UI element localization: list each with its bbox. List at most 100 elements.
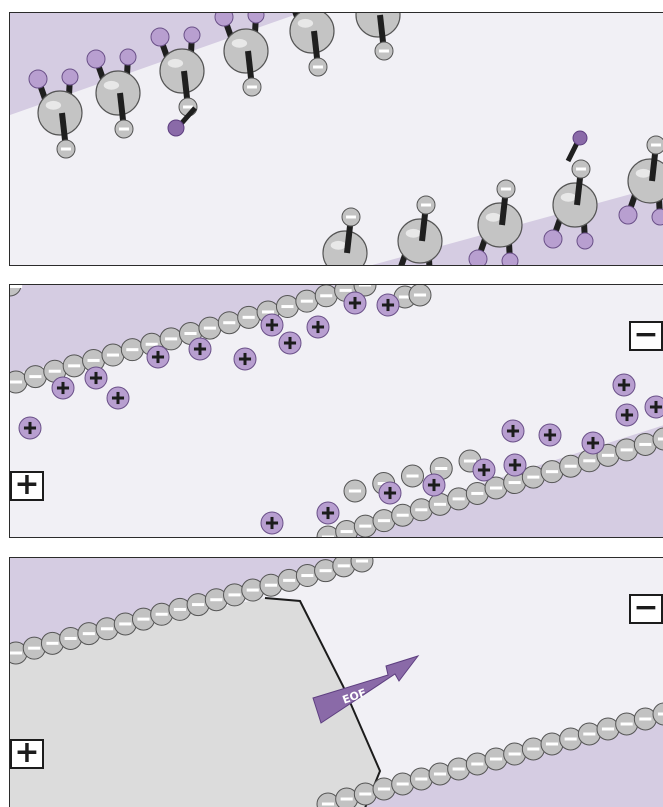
silanol-group <box>355 13 401 61</box>
double-layer-drawing <box>10 285 663 537</box>
negative-charge-bead <box>596 443 620 467</box>
positive-cation <box>538 423 562 447</box>
positive-cation <box>84 366 108 390</box>
positive-cation <box>18 416 42 440</box>
positive-cation <box>581 431 605 455</box>
positive-cations <box>18 291 663 535</box>
negative-charge-bead <box>198 316 222 340</box>
negative-charge-bead <box>242 77 262 97</box>
negative-charge-bead <box>159 327 183 351</box>
negative-charge-bead <box>295 289 319 313</box>
silanol-group <box>86 48 141 139</box>
positive-cation <box>376 293 400 317</box>
negative-charge-bead <box>633 707 657 731</box>
negative-charge-bead <box>496 179 516 199</box>
negative-charge-bead <box>10 285 23 297</box>
negative-charge-bead <box>374 41 394 61</box>
negative-charge-bead <box>408 285 432 307</box>
negative-charge-bead <box>521 737 545 761</box>
negative-charge-bead <box>308 57 328 77</box>
upper-negative-charges <box>10 285 432 394</box>
negative-charge-bead <box>22 636 46 660</box>
lower-molecule-chain <box>322 130 663 265</box>
negative-charge-bead <box>372 777 396 801</box>
silanol-group <box>322 207 368 265</box>
bulk-flow-plug <box>10 598 380 807</box>
negative-charge-bead <box>113 612 137 636</box>
negative-charge-bead <box>353 782 377 806</box>
cathode-minus-sign: − <box>629 593 663 624</box>
positive-cation <box>378 481 402 505</box>
positive-cation <box>612 373 636 397</box>
negative-charge-bead <box>465 481 489 505</box>
negative-charge-bead <box>56 139 76 159</box>
positive-cation <box>278 331 302 355</box>
positive-cation <box>501 419 525 443</box>
negative-charge-bead <box>168 597 192 621</box>
negative-charge-bead <box>101 343 125 367</box>
silanol-group <box>397 195 443 265</box>
negative-charge-bead <box>652 702 663 726</box>
negative-charge-bead <box>314 285 338 308</box>
anode-plus-sign: + <box>10 738 44 769</box>
silanol-group <box>289 13 335 77</box>
negative-charge-bead <box>223 583 247 607</box>
electroosmotic-flow-panel: EOF + − <box>9 557 663 807</box>
positive-cation <box>233 347 257 371</box>
double-layer-panel: + − <box>9 284 663 538</box>
positive-cation <box>644 395 663 419</box>
upper-negative-charges <box>10 558 374 665</box>
negative-charge-bead <box>120 338 144 362</box>
cathode-minus-sign: − <box>629 320 663 351</box>
positive-cation <box>106 386 130 410</box>
positive-cation <box>260 511 284 535</box>
silanol-group <box>543 159 598 250</box>
silanol-group <box>618 135 663 226</box>
negative-charge-bead <box>416 195 436 215</box>
upper-molecule-chain <box>28 13 401 159</box>
positive-cation <box>343 291 367 315</box>
negative-charge-bead <box>275 295 299 319</box>
negative-charge-bead <box>646 135 663 155</box>
surface-groups-drawing <box>10 13 663 265</box>
electroosmotic-flow-drawing: EOF <box>10 558 663 807</box>
positive-cation <box>472 458 496 482</box>
anode-plus-sign: + <box>10 470 44 501</box>
positive-cation <box>615 403 639 427</box>
negative-charge-bead <box>350 558 374 573</box>
surface-groups-panel <box>9 12 663 266</box>
negative-charge-bead <box>633 432 657 456</box>
negative-charge-bead <box>401 464 424 488</box>
positive-cation <box>306 315 330 339</box>
negative-charge-bead <box>571 159 591 179</box>
negative-charge-bead <box>237 305 261 329</box>
negative-charge-bead <box>295 564 319 588</box>
negative-charge-bead <box>652 427 663 451</box>
positive-cation <box>146 345 170 369</box>
negative-charge-bead <box>77 622 101 646</box>
silanol-group <box>214 13 269 97</box>
negative-charge-bead <box>316 525 340 537</box>
negative-charge-bead <box>343 479 367 503</box>
silanol-group <box>150 26 205 117</box>
negative-charge-bead <box>59 626 83 650</box>
negative-charge-bead <box>217 311 241 335</box>
negative-charge-bead <box>62 354 86 378</box>
lower-negative-charges <box>316 702 663 807</box>
negative-charge-bead <box>314 559 338 583</box>
negative-charge-bead <box>341 207 361 227</box>
positive-cation <box>422 473 446 497</box>
negative-charge-bead <box>114 119 134 139</box>
negative-charge-bead <box>409 498 433 522</box>
positive-cation <box>260 313 284 337</box>
negative-charge-bead <box>615 438 639 462</box>
positive-cation <box>316 501 340 525</box>
negative-charge-bead <box>465 752 489 776</box>
positive-cation <box>188 337 212 361</box>
negative-charge-bead <box>23 365 47 389</box>
positive-cation <box>503 453 527 477</box>
silanol-group <box>468 179 523 265</box>
silanol-group <box>28 68 83 159</box>
positive-cation <box>51 376 75 400</box>
eof-arrow: EOF <box>312 655 420 724</box>
